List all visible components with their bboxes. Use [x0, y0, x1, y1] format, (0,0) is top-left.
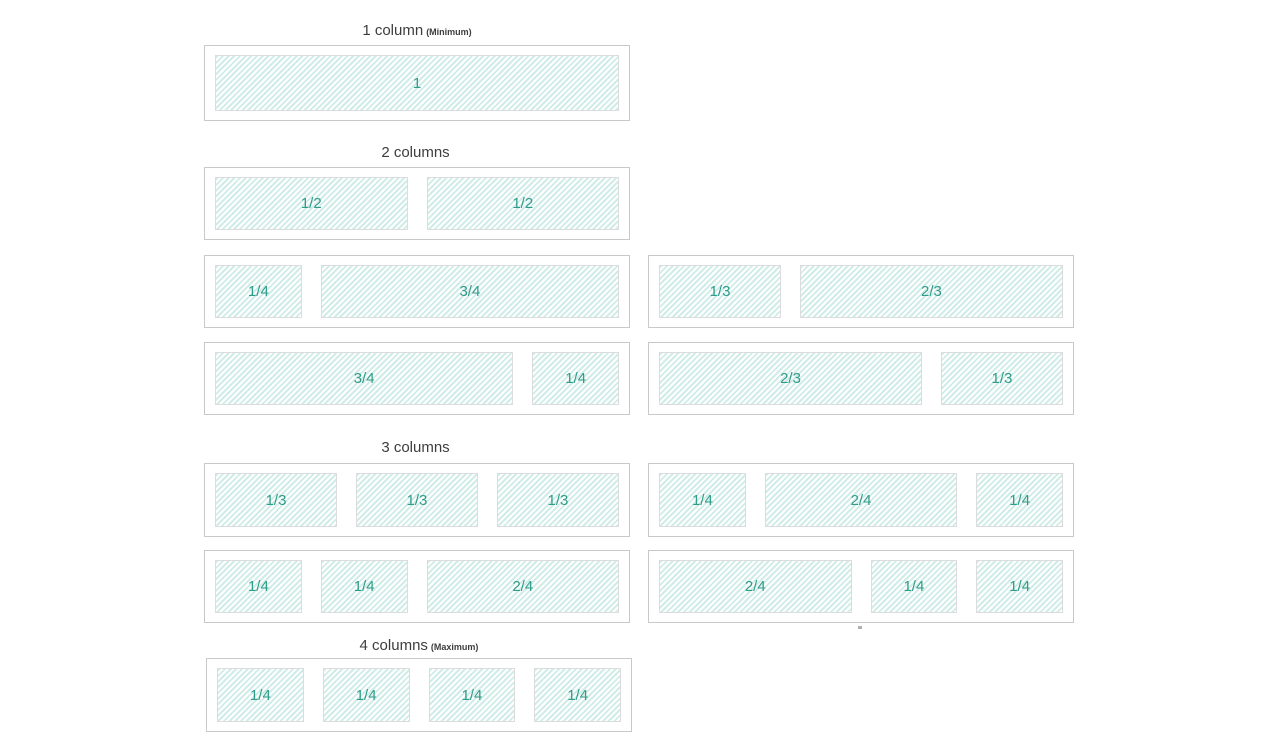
grid-half-half: 1/2 1/2 — [204, 167, 630, 240]
section-title-2-columns: 2 columns — [204, 144, 630, 163]
section-title-1-column: 1 column(Minimum) — [204, 22, 630, 41]
grid-quarter-quarter-half: 1/4 1/4 2/4 — [204, 550, 630, 623]
grid-cell: 1/2 — [426, 177, 619, 230]
grid-cell: 1 — [215, 55, 619, 111]
grid-cell: 1/3 — [355, 473, 478, 527]
grid-cell: 3/4 — [215, 352, 514, 405]
grid-cell: 1/3 — [496, 473, 619, 527]
grid-quarter-half-quarter: 1/4 2/4 1/4 — [648, 463, 1074, 537]
grid-cell: 1/3 — [659, 265, 781, 318]
section-title-4-columns: 4 columns(Maximum) — [206, 637, 632, 656]
section-title-text: 4 columns — [359, 637, 428, 654]
grid-cell: 1/3 — [215, 473, 337, 527]
section-title-text: 2 columns — [381, 144, 450, 161]
grid-cell: 1/4 — [659, 473, 746, 527]
grid-third-twothirds: 1/3 2/3 — [648, 255, 1074, 328]
grid-cell: 1/4 — [976, 473, 1063, 527]
section-title-text: 1 column — [362, 22, 424, 39]
grid-cell: 2/3 — [659, 352, 922, 405]
grid-cell: 2/4 — [659, 560, 852, 613]
grid-1-column: 1 — [204, 45, 630, 121]
grid-cell: 1/4 — [215, 560, 302, 613]
grid-quarter-threequarter: 1/4 3/4 — [204, 255, 630, 328]
grid-4-columns: 1/4 1/4 1/4 1/4 — [206, 658, 632, 732]
grid-cell: 1/4 — [976, 560, 1063, 613]
grid-cell: 2/3 — [799, 265, 1063, 318]
section-title-text: 3 columns — [381, 439, 450, 456]
grid-cell: 1/4 — [217, 668, 304, 722]
grid-cell: 2/4 — [426, 560, 619, 613]
grid-threequarter-quarter: 3/4 1/4 — [204, 342, 630, 415]
grid-twothirds-third: 2/3 1/3 — [648, 342, 1074, 415]
grid-thirds: 1/3 1/3 1/3 — [204, 463, 630, 537]
grid-cell: 1/3 — [940, 352, 1063, 405]
section-title-suffix: (Minimum) — [426, 27, 472, 37]
grid-cell: 1/4 — [870, 560, 958, 613]
grid-cell: 1/4 — [428, 668, 516, 722]
grid-half-quarter-quarter: 2/4 1/4 1/4 — [648, 550, 1074, 623]
grid-cell: 1/4 — [215, 265, 302, 318]
grid-cell: 1/4 — [532, 352, 619, 405]
grid-cell: 1/4 — [322, 668, 410, 722]
section-title-3-columns: 3 columns — [204, 439, 630, 458]
grid-cell: 1/2 — [215, 177, 408, 230]
grid-cell: 2/4 — [764, 473, 958, 527]
grid-cell: 3/4 — [320, 265, 619, 318]
stray-dot — [858, 626, 862, 629]
grid-cell: 1/4 — [534, 668, 621, 722]
grid-cell: 1/4 — [320, 560, 408, 613]
section-title-suffix: (Maximum) — [430, 642, 479, 652]
